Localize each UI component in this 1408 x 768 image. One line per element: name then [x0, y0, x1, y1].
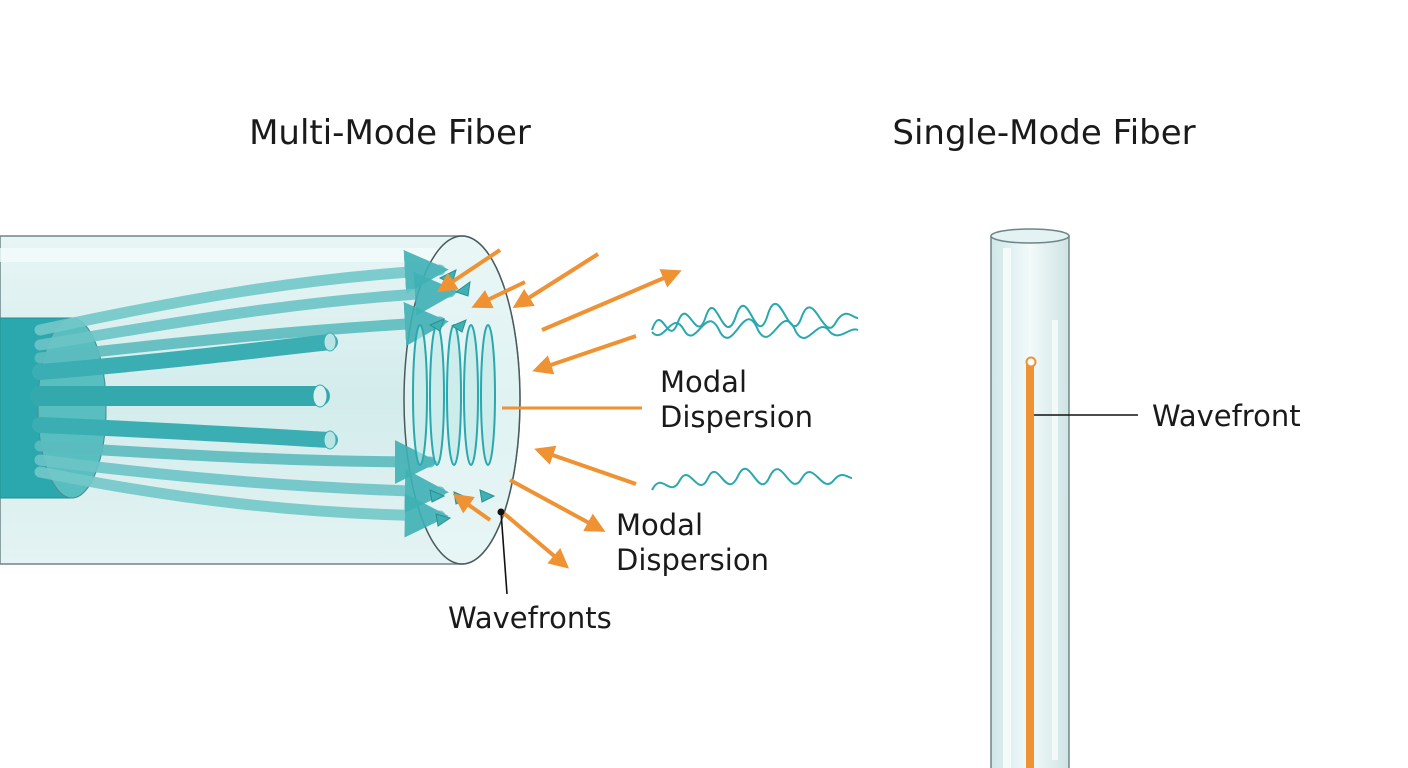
mode-rays	[30, 250, 459, 538]
wavefront-label: Wavefront	[1152, 399, 1301, 433]
modal-dispersion-lower-label: Modal Dispersion	[616, 508, 769, 577]
single-mode-end-face	[990, 228, 1070, 244]
rod-end	[323, 430, 337, 450]
rod-highlight	[1003, 248, 1011, 768]
wavefronts-leader-dot	[497, 508, 505, 516]
core-entry-point	[1025, 356, 1037, 368]
multi-mode-fiber	[0, 235, 521, 565]
single-mode-fiber	[990, 228, 1070, 768]
multi-mode-title: Multi-Mode Fiber	[249, 113, 531, 153]
rod-end	[323, 332, 337, 352]
orange-arrows-upper	[436, 248, 682, 375]
wavefronts-leader	[500, 511, 508, 595]
rod-highlight	[1052, 320, 1058, 760]
cladding-highlight	[0, 248, 440, 262]
wavefronts-label: Wavefronts	[448, 601, 612, 635]
single-mode-core	[1026, 362, 1034, 768]
orange-arrows-lower	[452, 445, 637, 569]
modal-dispersion-upper-label: Modal Dispersion	[660, 365, 813, 434]
dispersion-waves	[651, 302, 859, 491]
wavefront-shapes	[412, 324, 496, 466]
single-mode-title: Single-Mode Fiber	[892, 113, 1195, 153]
rod-end	[312, 384, 328, 408]
